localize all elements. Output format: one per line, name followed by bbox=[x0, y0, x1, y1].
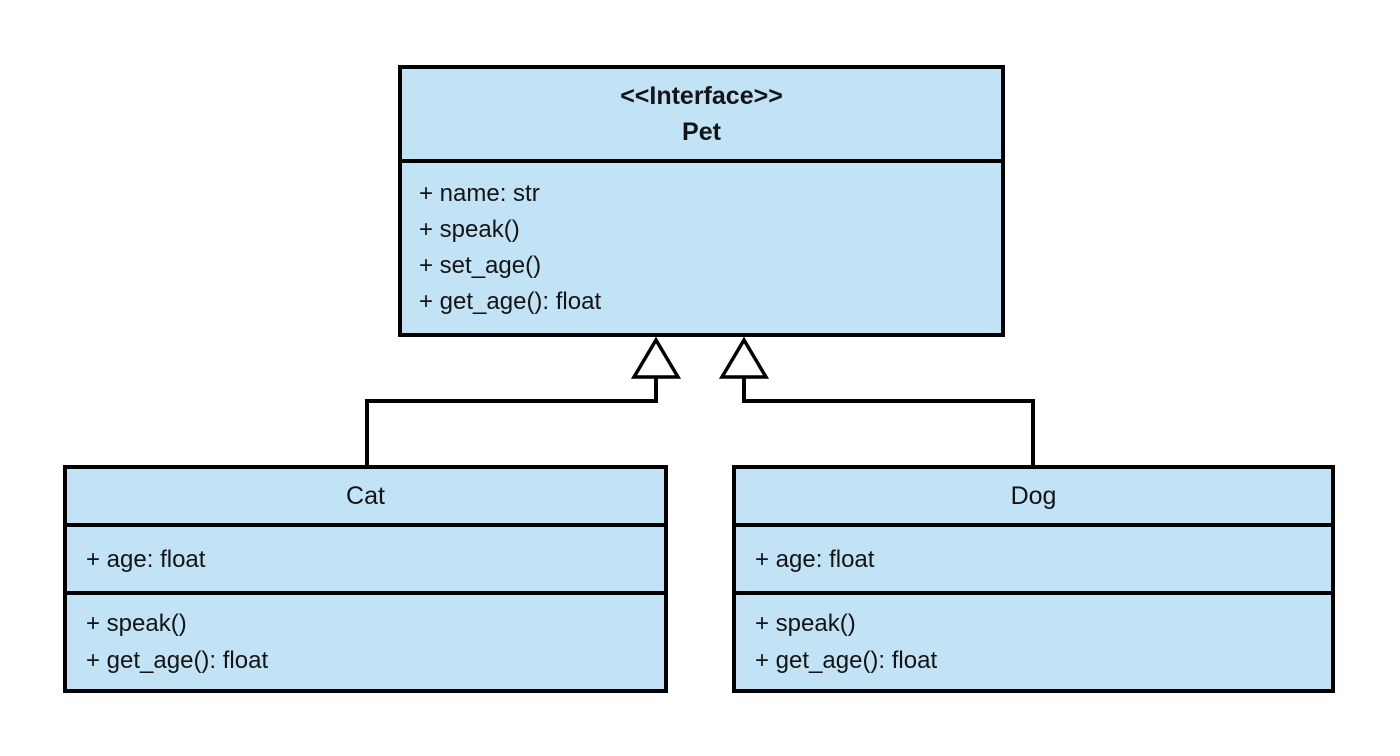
method-line: + get_age(): float bbox=[86, 647, 269, 674]
class-box-cat: Cat + age: float + speak() + get_age(): … bbox=[63, 465, 668, 693]
class-box-dog: Dog + age: float + speak() + get_age(): … bbox=[732, 465, 1335, 693]
inheritance-triangle-icon bbox=[630, 336, 682, 379]
member-line: + get_age(): float bbox=[419, 288, 602, 315]
attribute-line: + age: float bbox=[86, 545, 206, 573]
class-title-compartment-cat: Cat bbox=[67, 469, 664, 527]
inheritance-triangle-icon bbox=[718, 336, 770, 379]
method-line: + speak() bbox=[86, 610, 187, 637]
members-compartment-pet: + name: str + speak() + set_age() + get_… bbox=[402, 163, 1001, 333]
member-line: + name: str bbox=[419, 180, 540, 207]
methods-compartment-cat: + speak() + get_age(): float bbox=[67, 595, 664, 689]
methods-compartment-dog: + speak() + get_age(): float bbox=[736, 595, 1331, 689]
attribute-line: + age: float bbox=[755, 545, 875, 573]
member-line: + speak() bbox=[419, 216, 520, 243]
class-name-dog: Dog bbox=[1010, 481, 1057, 510]
member-line: + set_age() bbox=[419, 252, 542, 279]
attributes-compartment-dog: + age: float bbox=[736, 527, 1331, 595]
class-title-compartment-dog: Dog bbox=[736, 469, 1331, 527]
class-title-compartment-pet: <<Interface>> Pet bbox=[402, 69, 1001, 163]
attributes-compartment-cat: + age: float bbox=[67, 527, 664, 595]
method-line: + speak() bbox=[755, 610, 856, 637]
method-line: + get_age(): float bbox=[755, 647, 938, 674]
class-box-pet: <<Interface>> Pet + name: str + speak() … bbox=[398, 65, 1005, 337]
realization-edge-dog-to-pet bbox=[742, 376, 1035, 467]
class-name-cat: Cat bbox=[346, 481, 385, 510]
realization-edge-cat-to-pet bbox=[365, 376, 658, 467]
class-name-pet: Pet bbox=[682, 118, 721, 146]
stereotype-label: <<Interface>> bbox=[620, 82, 783, 110]
